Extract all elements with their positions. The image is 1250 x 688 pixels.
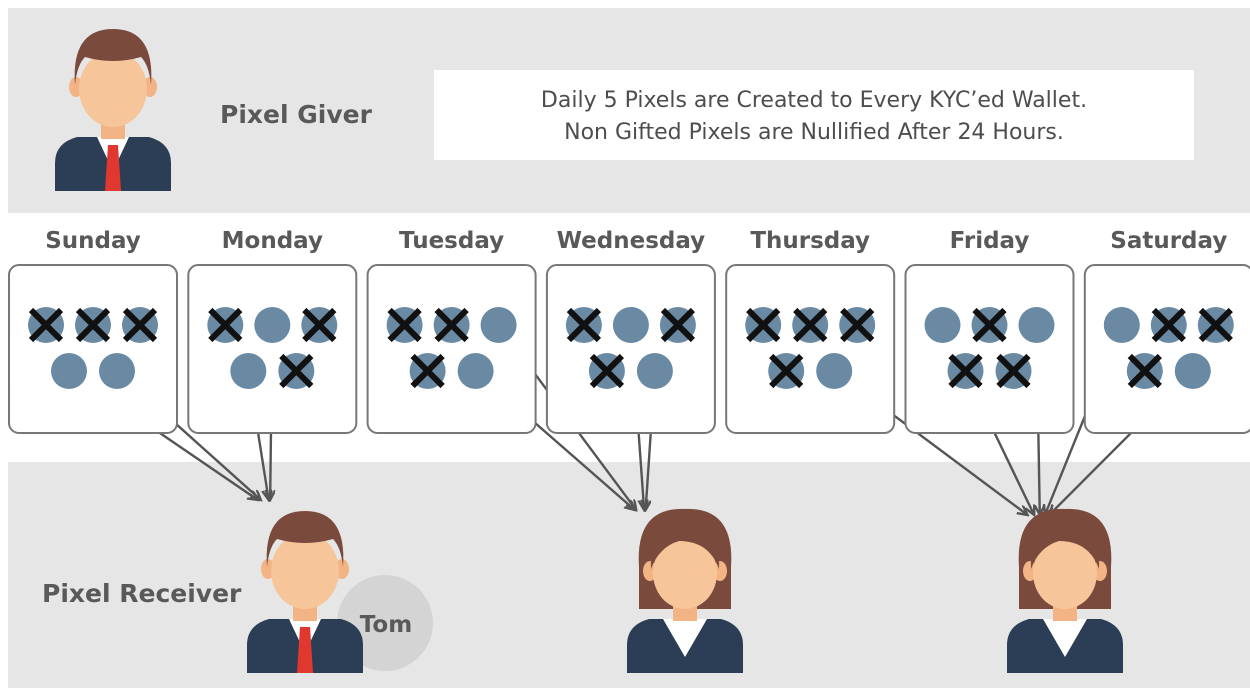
day-label-friday: Friday [950,228,1030,254]
male-receiver-avatar [247,511,363,673]
cross-icon [410,353,445,389]
day-box-tuesday [366,264,537,434]
cross-icon [1151,307,1186,343]
day-label-saturday: Saturday [1110,228,1227,254]
day-box-sunday [8,264,178,434]
gifted-pixel [254,307,291,343]
female-receiver-avatar [627,508,743,673]
day-box-saturday [1083,264,1250,434]
gifted-pixel [1103,307,1140,343]
gifted-pixel [1018,307,1055,343]
gifted-pixel [612,307,649,343]
cross-icon [746,307,781,343]
cross-icon [387,307,422,343]
gifted-pixel [99,353,135,389]
gifted-pixel [816,353,853,389]
day-label-monday: Monday [222,228,323,254]
info-line-1: Daily 5 Pixels are Created to Every KYC’… [541,88,1087,113]
cross-icon [279,353,314,389]
cross-icon [1127,353,1162,389]
cross-icon [589,353,625,389]
cross-icon [75,307,111,343]
cross-icon [122,307,158,343]
cross-icon [996,353,1031,389]
gifted-pixel [1174,353,1211,389]
receiver-name: Tom [360,612,412,638]
cross-icon [28,307,64,343]
cross-icon [793,307,828,343]
cross-icon [302,307,337,343]
day-box-wednesday [545,264,716,434]
day-box-friday [904,264,1075,434]
gifted-pixel [924,307,961,343]
info-box [434,70,1194,160]
cross-icon [434,307,469,343]
female-receiver-avatar [1007,508,1123,673]
day-label-sunday: Sunday [45,228,141,254]
gifted-pixel [480,307,517,343]
cross-icon [660,307,696,343]
receiver-label: Pixel Receiver [42,579,242,608]
day-label-tuesday: Tuesday [399,228,504,254]
day-label-wednesday: Wednesday [557,228,706,254]
info-line-2: Non Gifted Pixels are Nullified After 24… [564,120,1064,145]
cross-icon [208,307,243,343]
cross-icon [972,307,1007,343]
day-columns: Sunday Monday Tuesday Wednesday Thursday Frid… [8,228,1250,434]
gifted-pixel [636,353,673,389]
day-box-thursday [725,264,896,434]
cross-icon [840,307,875,343]
cross-icon [948,353,983,389]
gifted-pixel [230,353,267,389]
male-giver-avatar [55,29,171,191]
cross-icon [769,353,804,389]
cross-icon [566,307,602,343]
gifted-pixel [457,353,494,389]
gifted-pixel [51,353,87,389]
day-label-thursday: Thursday [750,228,870,254]
cross-icon [1198,307,1233,343]
giver-label: Pixel Giver [220,100,373,129]
day-box-monday [187,264,358,434]
